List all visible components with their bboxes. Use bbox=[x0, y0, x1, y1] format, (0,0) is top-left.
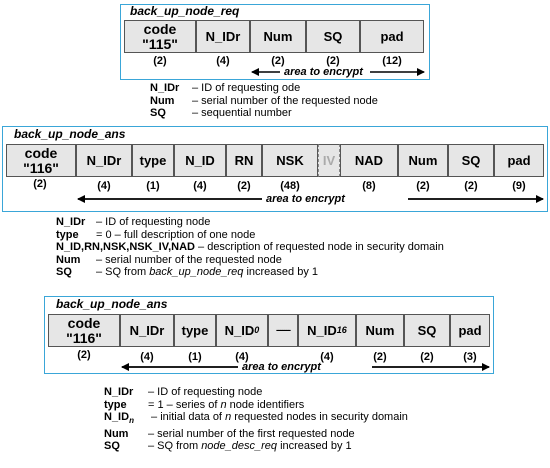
d1-encrypt-label: area to encrypt bbox=[284, 66, 363, 78]
d2-encrypt-label: area to encrypt bbox=[266, 193, 345, 205]
d3-size-pad: (3) bbox=[463, 351, 477, 363]
d3-field-code: code "116" bbox=[48, 314, 120, 347]
d2-field-nad: NAD bbox=[340, 144, 398, 177]
diagram-2-title: back_up_node_ans bbox=[14, 127, 126, 141]
d2-code-value: "116" bbox=[23, 159, 59, 176]
d1-field-nidr: N_IDr bbox=[196, 20, 250, 53]
d2-legend-row: N_IDr– ID of requesting node bbox=[56, 216, 211, 228]
d2-legend-row: SQ– SQ from back_up_node_req increased b… bbox=[56, 266, 318, 278]
d3-size-num: (2) bbox=[373, 351, 387, 363]
d2-size-type: (1) bbox=[146, 180, 160, 192]
d2-field-nsk: NSK bbox=[262, 144, 318, 177]
d1-legend-row: SQ– sequential number bbox=[150, 107, 292, 119]
d1-field-pad: pad bbox=[360, 20, 424, 53]
d1-code-label: code bbox=[143, 20, 177, 37]
d2-field-rn: RN bbox=[226, 144, 262, 177]
d3-code-value: "116" bbox=[66, 329, 102, 346]
d2-field-nid: N_ID bbox=[174, 144, 226, 177]
d2-field-iv: IV bbox=[318, 144, 340, 177]
d1-legend-row: Num– serial number of the requested node bbox=[150, 94, 378, 107]
diagram-2-frame bbox=[2, 126, 548, 212]
d3-encrypt-label: area to encrypt bbox=[242, 361, 321, 373]
d2-size-nid: (4) bbox=[193, 180, 207, 192]
d2-size-code: (2) bbox=[33, 178, 47, 190]
diagram-1-frame bbox=[120, 4, 430, 80]
d1-field-num: Num bbox=[250, 20, 306, 53]
d1-size-sq: (2) bbox=[326, 55, 340, 67]
d2-field-pad: pad bbox=[494, 144, 544, 177]
d2-field-num: Num bbox=[398, 144, 448, 177]
d2-size-nidr: (4) bbox=[97, 180, 111, 192]
diagram-3-frame bbox=[44, 296, 494, 374]
d2-size-rn: (2) bbox=[237, 180, 251, 192]
d3-legend-row: Num– serial number of the first requeste… bbox=[104, 427, 355, 440]
d2-field-code: code "116" bbox=[6, 144, 76, 177]
d1-legend-row: N_IDr– ID of requesting ode bbox=[150, 82, 301, 94]
d1-size-pad: (12) bbox=[382, 55, 402, 67]
d1-size-num: (2) bbox=[271, 55, 285, 67]
diagram-1-title: back_up_node_req bbox=[130, 4, 240, 18]
d2-legend-row: Num– serial number of the requested node bbox=[56, 253, 282, 266]
d1-code-value: "115" bbox=[142, 35, 178, 52]
d3-code-label: code bbox=[67, 314, 101, 331]
d1-field-code: code "115" bbox=[124, 20, 196, 53]
d3-field-nidr: N_IDr bbox=[120, 314, 174, 347]
d2-legend: N_IDr– ID of requesting node type= 0 – f… bbox=[56, 216, 444, 279]
d1-legend: N_IDr– ID of requesting ode Num– serial … bbox=[150, 82, 378, 120]
d3-size-nid16: (4) bbox=[320, 351, 334, 363]
d2-size-num: (2) bbox=[416, 180, 430, 192]
d3-field-num: Num bbox=[356, 314, 404, 347]
d3-size-code: (2) bbox=[77, 349, 91, 361]
d1-size-nidr: (4) bbox=[216, 55, 230, 67]
d1-size-code: (2) bbox=[153, 55, 167, 67]
d3-size-type: (1) bbox=[188, 351, 202, 363]
d2-size-pad: (9) bbox=[512, 180, 526, 192]
d3-legend-row: N_IDr– ID of requesting node bbox=[104, 386, 263, 398]
d2-size-nsk: (48) bbox=[280, 180, 300, 192]
d3-size-nid0: (4) bbox=[235, 351, 249, 363]
d1-field-sq: SQ bbox=[306, 20, 360, 53]
d3-field-pad: pad bbox=[450, 314, 490, 347]
d2-field-nidr: N_IDr bbox=[76, 144, 132, 177]
d2-size-sq: (2) bbox=[464, 180, 478, 192]
d3-size-sq: (2) bbox=[420, 351, 434, 363]
d2-field-sq: SQ bbox=[448, 144, 494, 177]
d3-field-ellipsis: ------- bbox=[268, 314, 298, 347]
d3-field-sq: SQ bbox=[404, 314, 450, 347]
d3-legend-row: type= 1 – series of n node identifiers bbox=[104, 398, 305, 411]
d3-legend-row: SQ– SQ from node_desc_req increased by 1 bbox=[104, 440, 352, 453]
d3-legend-row: N_IDn – initial data of n requested node… bbox=[104, 411, 408, 426]
d3-size-nidr: (4) bbox=[140, 351, 154, 363]
d2-legend-row: N_ID,RN,NSK,NSK_IV,NAD – description of … bbox=[56, 241, 444, 253]
d2-legend-row: type= 0 – full description of one node bbox=[56, 228, 256, 241]
d3-field-type: type bbox=[174, 314, 216, 347]
diagram-3-title: back_up_node_ans bbox=[56, 297, 168, 311]
d3-legend: N_IDr– ID of requesting node type= 1 – s… bbox=[104, 386, 408, 453]
d2-size-nad: (8) bbox=[362, 180, 376, 192]
d2-code-label: code bbox=[24, 144, 58, 161]
d2-field-type: type bbox=[132, 144, 174, 177]
